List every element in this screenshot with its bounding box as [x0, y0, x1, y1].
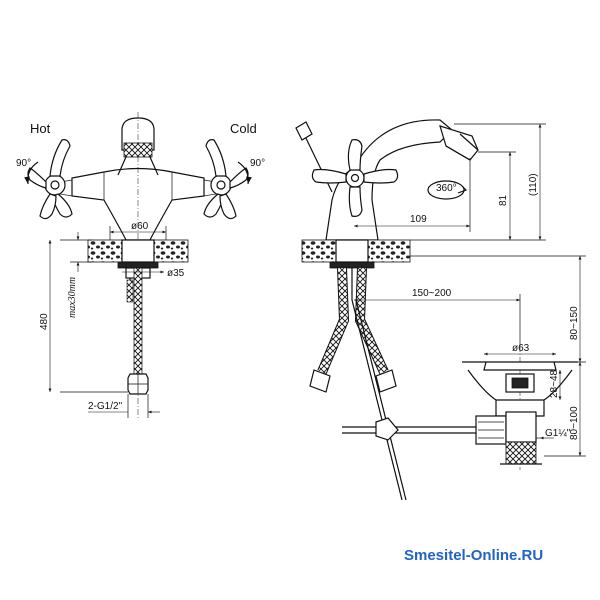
dim-top-height: (110) — [528, 173, 539, 196]
hot-handle — [27, 139, 73, 220]
dim-max-countertop: max30mm — [67, 277, 78, 318]
drain-flange — [483, 361, 557, 371]
side-hose-left — [318, 267, 349, 374]
hot-rotation-arrow-icon — [24, 161, 39, 185]
drain-assembly: ø63 28~48 80~150 80~100 G1¼" — [410, 255, 586, 470]
supply-hose — [133, 267, 143, 375]
site-watermark: Smesitel-Online.RU — [404, 547, 543, 564]
dim-connection: 2-G1/2" — [88, 401, 123, 412]
drain-thread — [505, 441, 537, 465]
dim-drain-depth: 28~48 — [549, 369, 560, 398]
side-view: 360° 109 81 (110) — [295, 119, 546, 501]
dim-hose-spread: 150~200 — [412, 288, 452, 299]
spout-rotation-icon — [427, 180, 465, 200]
side-handle — [311, 139, 399, 217]
dim-drain-thread: G1¼" — [545, 427, 571, 439]
pivot-clip — [375, 417, 399, 441]
cold-label: Cold — [230, 121, 257, 136]
spout-head — [121, 117, 155, 151]
spout-nozzle — [439, 125, 479, 161]
hot-angle-label: 90° — [16, 158, 31, 169]
dim-shank-diameter: ø35 — [167, 268, 185, 279]
dim-drain-diameter: ø63 — [512, 343, 530, 354]
dim-total-height: 480 — [39, 313, 50, 330]
dim-drain-upper: 80~150 — [569, 306, 580, 340]
side-hose-right — [355, 267, 388, 374]
front-view: ø60 ø35 480 max30mm 2-G1/2" Hot Cold 90°… — [16, 112, 265, 420]
stud-thread — [126, 279, 134, 303]
dim-drain-lower: 80~100 — [569, 406, 580, 440]
cold-handle — [203, 139, 249, 220]
spout-rotation-label: 360° — [436, 183, 457, 194]
dim-reach: 109 — [410, 214, 427, 225]
dim-spout-height: 81 — [498, 194, 509, 206]
lift-rod-knob — [295, 121, 313, 141]
cold-rotation-arrow-icon — [237, 161, 252, 185]
aerator — [123, 142, 153, 158]
faucet-body — [71, 167, 205, 241]
dim-body-diameter: ø60 — [131, 221, 149, 232]
hot-label: Hot — [30, 121, 51, 136]
cold-angle-label: 90° — [250, 158, 265, 169]
